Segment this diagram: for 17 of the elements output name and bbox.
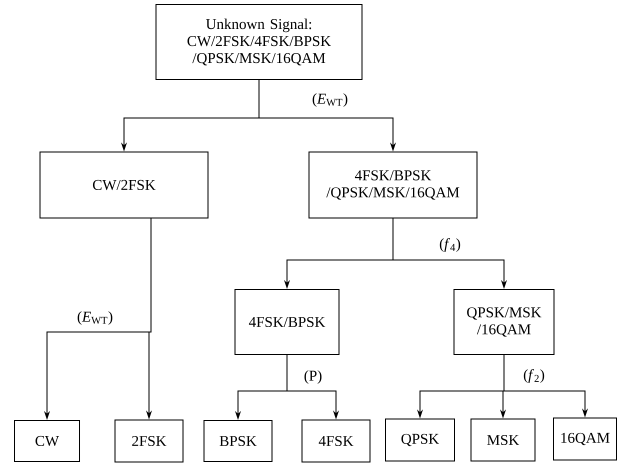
process-box: Unknown Signal: CW/2FSK/4FSK/BPSK /QPSK/MSK/16QAM (156, 4, 362, 80)
edge-label: (f$_{2}$) (522, 368, 546, 384)
edge-label: (E$_{WT}$) (76, 310, 114, 326)
edge-label: (f$_{4}$) (438, 237, 462, 253)
process-box: 4FSK (302, 420, 370, 462)
process-box: CW/2FSK (40, 152, 208, 218)
process-box: 4FSK/BPSK /QPSK/MSK/16QAM (308, 152, 478, 218)
edge-label: (P) (302, 369, 324, 385)
process-box: 4FSK/BPSK (234, 289, 340, 355)
process-box: QPSK (385, 418, 455, 462)
process-box: CW (14, 420, 80, 462)
process-box: MSK (470, 418, 536, 462)
process-box: 16QAM (553, 418, 617, 460)
process-box: QPSK/MSK /16QAM (454, 289, 554, 355)
edge-label: (E$_{WT}$) (311, 92, 349, 108)
process-box: 2FSK (114, 420, 184, 462)
process-box: BPSK (204, 420, 272, 462)
